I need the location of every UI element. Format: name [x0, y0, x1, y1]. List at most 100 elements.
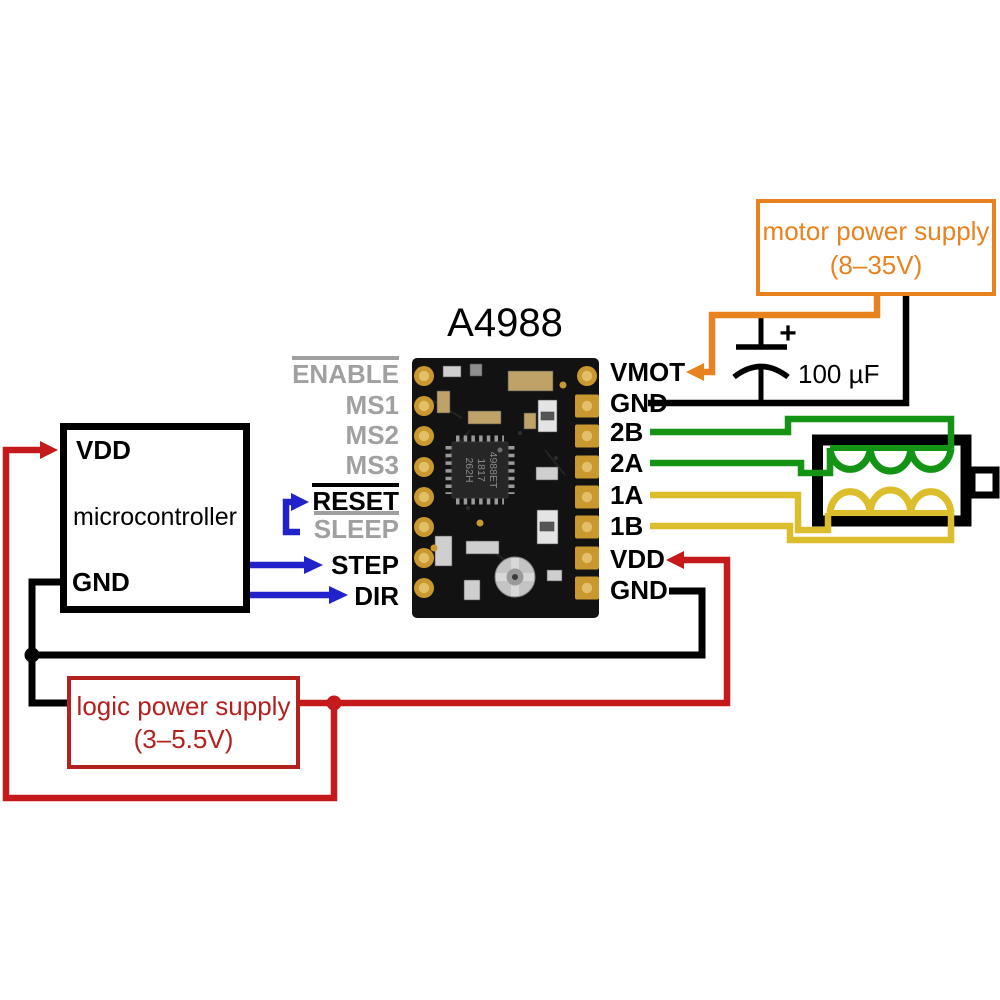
motor-body: [812, 434, 972, 527]
pin-label-step: STEP: [331, 550, 399, 580]
wire-2b-to-motor: [650, 415, 955, 448]
pin-label-1a: 1A: [610, 480, 644, 510]
pin-label-ms3: MS3: [345, 450, 399, 480]
through-hole-pad: [577, 366, 597, 386]
mcu-vdd-label: VDD: [76, 435, 131, 465]
through-hole-pad: [414, 396, 434, 416]
smd-part: [546, 569, 563, 582]
wire-logic-supply-to-driver-vdd: [300, 556, 731, 707]
through-hole-pad: [414, 487, 434, 507]
red-wires: [2, 441, 731, 802]
ic-marking-line2: 1817: [475, 458, 487, 482]
board-vias: [430, 381, 567, 552]
through-hole-pad: [575, 515, 599, 539]
smd-capacitor: [507, 370, 554, 392]
smd-components: [434, 363, 563, 601]
pin-label-dir: DIR: [354, 581, 399, 611]
mcu-name-label: microcontroller: [73, 503, 237, 531]
pot-center-dot: [512, 574, 518, 580]
motor-power-supply-box: motor power supply (8–35V): [756, 199, 996, 296]
green-wires: [650, 415, 955, 477]
pin-label-sleep: SLEEP: [0, 511, 399, 545]
motor-supply-voltage: (8–35V): [829, 249, 923, 280]
logic-supply-voltage: (3–5.5V): [133, 723, 234, 754]
reset-arrowhead-icon: [291, 493, 309, 511]
through-hole-pad: [414, 578, 434, 598]
smd-part: [465, 540, 500, 555]
pin-label-ms2: MS2: [345, 420, 399, 450]
microcontroller-box: VDD microcontroller GND: [60, 423, 250, 613]
motor-supply-label: motor power supply: [762, 215, 990, 246]
pin-label-enable: ENABLE: [0, 356, 399, 390]
mcu-gnd-label: GND: [72, 567, 130, 597]
black-wires: [24, 296, 910, 707]
a4988-board: 4988ET 1817 262H: [412, 358, 599, 618]
through-hole-pad: [575, 485, 599, 509]
smd-capacitor: [436, 390, 451, 414]
through-hole-pad: [414, 517, 434, 537]
pin-label-vmot: VMOT: [610, 357, 686, 387]
pin-label-2b: 2B: [610, 417, 644, 447]
wire-motor-supply-to-vmot: [701, 296, 881, 376]
through-hole-pad: [414, 426, 434, 446]
through-hole-pad: [414, 457, 434, 477]
wire-gnd-to-motor-supply: [648, 296, 910, 407]
wire-2a-to-motor: [650, 448, 834, 477]
coil-2-windings: [826, 447, 955, 475]
pin-label-1b: 1B: [610, 511, 644, 541]
logic-supply-label: logic power supply: [76, 690, 291, 721]
wire-1a-to-motor: [650, 491, 832, 534]
ic-marking: 4988ET 1817 262H: [463, 452, 499, 489]
through-hole-pad: [414, 366, 434, 386]
ic-body: [451, 441, 509, 499]
gnd-junction-dot: [24, 647, 40, 663]
wire-mcu-gnd-to-logic-supply: [28, 578, 67, 707]
smd-part: [535, 466, 559, 481]
ic-pin1-dot: [497, 447, 503, 453]
wire-gnd-to-driver-gnd: [32, 587, 706, 659]
blue-wires: [250, 493, 348, 604]
dir-arrowhead-icon: [329, 586, 348, 604]
right-pin-holes: [575, 366, 599, 600]
mcu-vdd-arrowhead-icon: [40, 441, 58, 459]
driver-ic-chip: 4988ET 1817 262H: [445, 435, 515, 505]
through-hole-pad: [575, 424, 599, 448]
ic-marking-line3: 262H: [463, 457, 475, 482]
through-hole-pad: [575, 546, 599, 570]
motor-shaft: [968, 466, 1000, 499]
orange-wires: [686, 296, 881, 381]
wire-sleep-to-reset-jumper: [282, 498, 300, 536]
capacitor-value-label: 100 µF: [798, 359, 880, 389]
vmot-arrowhead-icon: [686, 363, 704, 381]
vdd-junction-dot: [326, 695, 342, 711]
pin-label-reset: RESET: [0, 483, 399, 517]
through-hole-pad: [575, 576, 599, 600]
wire-logic-supply-to-mcu-vdd: [2, 446, 338, 802]
through-hole-pad: [575, 455, 599, 479]
yellow-wires: [650, 486, 955, 544]
coil-1-windings: [826, 486, 955, 514]
logic-power-supply-box: logic power supply (3–5.5V): [67, 676, 300, 769]
smd-resistor: [434, 535, 453, 567]
stepper-motor-symbol: [812, 434, 1000, 527]
through-hole-pad: [414, 548, 434, 568]
pin-label-ms1: MS1: [345, 390, 399, 420]
capacitor-symbol: [732, 315, 790, 403]
step-arrowhead-icon: [304, 556, 323, 574]
potentiometer: [494, 556, 536, 598]
wire-1b-to-motor: [650, 513, 955, 544]
smd-capacitor: [467, 410, 502, 425]
smd-part: [463, 579, 481, 601]
smd-resistor-mark: [539, 521, 555, 532]
pin-label-vdd: VDD: [610, 544, 665, 574]
pin-label-gnd-top: GND: [610, 388, 668, 418]
smd-capacitor: [523, 412, 537, 430]
driver-vdd-arrowhead-icon: [666, 551, 684, 569]
smd-resistor-mark: [540, 411, 555, 421]
smd-resistor: [442, 365, 462, 378]
left-pin-holes: [414, 366, 434, 598]
capacitor-polarity-sign: +: [779, 317, 797, 350]
pin-label-2a: 2A: [610, 448, 644, 478]
